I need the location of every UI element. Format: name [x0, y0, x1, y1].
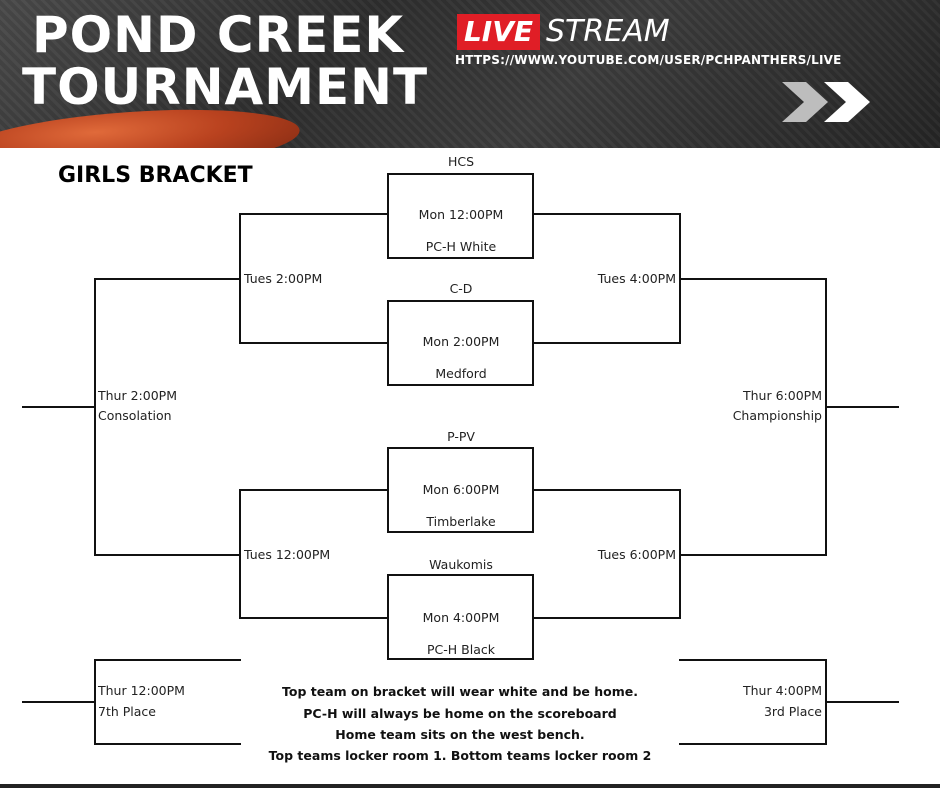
stream-label: STREAM	[546, 14, 670, 49]
header-banner: POND CREEK TOURNAMENT LIVE STREAM HTTPS:…	[0, 0, 940, 148]
third-place-label: 3rd Place	[763, 704, 822, 719]
note-line-3: Home team sits on the west bench.	[335, 727, 585, 742]
game-2-bottom-team: Medford	[435, 366, 487, 381]
seventh-place-bracket	[94, 659, 241, 745]
tues-6pm-label: Tues 6:00PM	[597, 547, 676, 562]
game-box-1	[387, 173, 534, 259]
stream-url[interactable]: HTTPS://WWW.YOUTUBE.COM/USER/PCHPANTHERS…	[455, 53, 842, 67]
note-line-4: Top teams locker room 1. Bottom teams lo…	[268, 748, 652, 763]
note-line-1: Top team on bracket will wear white and …	[281, 684, 639, 699]
game-3-time: Mon 6:00PM	[422, 482, 500, 497]
game-4-time: Mon 4:00PM	[422, 610, 500, 625]
consolation-label: Consolation	[98, 408, 172, 423]
game-4-top-team: Waukomis	[429, 557, 493, 572]
third-place-bracket	[679, 659, 827, 745]
game-2-top-team: C-D	[449, 281, 473, 296]
game-3-top-team: P-PV	[447, 429, 475, 444]
championship-bracket	[680, 278, 827, 556]
game-4-bottom-team: PC-H Black	[427, 642, 495, 657]
game-2-time: Mon 2:00PM	[422, 334, 500, 349]
bracket-heading: GIRLS BRACKET	[58, 163, 253, 188]
chevron-right-icon	[782, 82, 870, 122]
note-line-2: PC-H will always be home on the scoreboa…	[303, 706, 617, 721]
seventh-place-label: 7th Place	[98, 704, 156, 719]
consolation-bracket	[94, 278, 240, 556]
game-1-bottom-team: PC-H White	[425, 239, 497, 254]
tues-12pm-label: Tues 12:00PM	[244, 547, 331, 562]
footer-bar	[0, 784, 940, 788]
game-1-top-team: HCS	[447, 154, 475, 169]
game-1-time: Mon 12:00PM	[418, 207, 504, 222]
championship-time: Thur 6:00PM	[743, 388, 822, 403]
tues-4pm-label: Tues 4:00PM	[597, 271, 676, 286]
championship-label: Championship	[732, 408, 822, 423]
consolation-time: Thur 2:00PM	[98, 388, 177, 403]
third-place-time: Thur 4:00PM	[743, 683, 822, 698]
title-line-2: TOURNAMENT	[22, 58, 429, 116]
live-badge: LIVE	[457, 14, 540, 50]
tues-2pm-label: Tues 2:00PM	[244, 271, 323, 286]
game-3-bottom-team: Timberlake	[426, 514, 496, 529]
title-line-1: POND CREEK	[32, 6, 405, 64]
seventh-place-time: Thur 12:00PM	[98, 683, 185, 698]
